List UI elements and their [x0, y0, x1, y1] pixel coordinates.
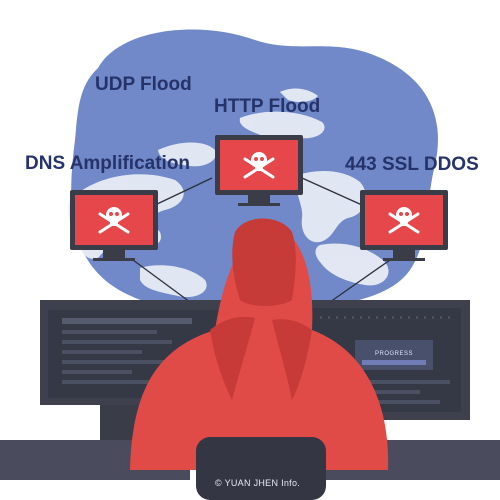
hacker-figure — [130, 218, 389, 470]
alert-monitor-left — [70, 190, 158, 261]
skull-crossbones-icon — [98, 207, 130, 234]
udp-flood-label: UDP Flood — [95, 74, 192, 95]
ssl-ddos-label: 443 SSL DDOS — [345, 154, 479, 175]
credit-text: © YUAN JHEN Info. — [215, 478, 301, 488]
http-flood-label: HTTP Flood — [214, 96, 321, 117]
dns-amplification-label: DNS Amplification — [25, 153, 191, 174]
screen-progress-text: PROGRESS — [374, 351, 413, 357]
alert-monitor-center — [215, 135, 303, 206]
skull-crossbones-icon — [388, 207, 420, 234]
chair — [196, 437, 326, 500]
alert-monitor-right — [360, 190, 448, 261]
skull-crossbones-icon — [243, 152, 275, 179]
connection-lines — [132, 177, 391, 303]
